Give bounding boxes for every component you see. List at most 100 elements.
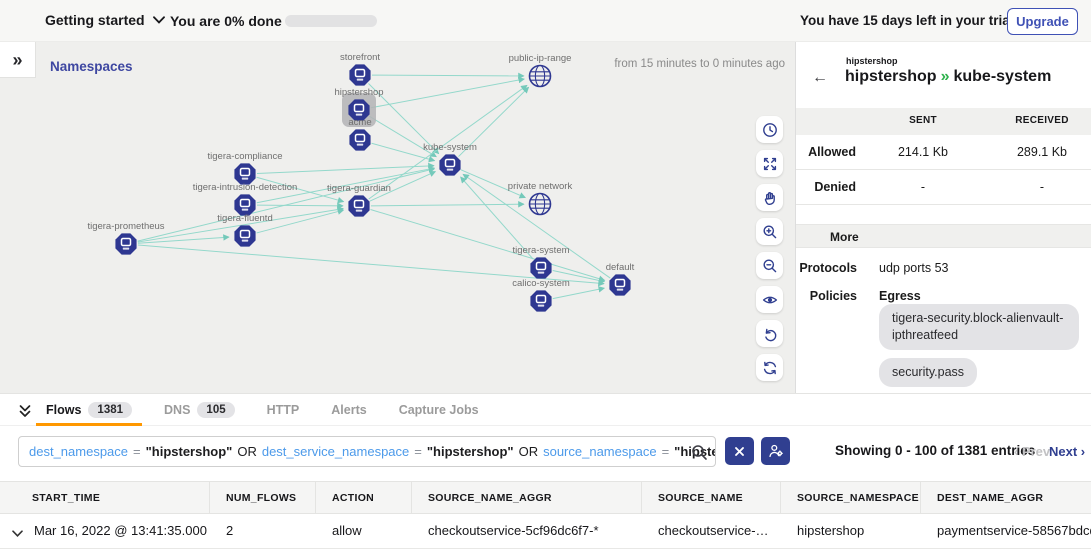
double-chevron-right-icon: » — [12, 50, 23, 70]
detail-eyebrow: hipstershop — [846, 56, 898, 66]
graph-node-kube-system[interactable]: kube-system — [423, 142, 477, 176]
graph-edge-tigera-guardian-to-public-ip-range — [368, 84, 528, 200]
collapse-panel-double-chevron-icon[interactable] — [18, 403, 32, 424]
back-arrow-icon[interactable]: ← — [812, 69, 828, 86]
graph-node-tigera-prometheus[interactable]: tigera-prometheus — [87, 221, 165, 255]
column-header-source_namespace[interactable]: SOURCE_NAMESPACE — [781, 482, 921, 513]
zoom-in-button[interactable] — [756, 218, 783, 245]
col-received: RECEIVED — [1015, 115, 1069, 126]
filter-token-field: source_namespace — [543, 444, 657, 459]
graph-edge-tigera-compliance-to-kube-system — [256, 162, 435, 174]
expand-icon — [763, 157, 776, 170]
refresh-icon — [763, 361, 776, 374]
graph-node-label: tigera-fluentd — [217, 213, 272, 224]
graph-edge-tigera-guardian-to-kube-system — [369, 170, 437, 202]
visibility-button[interactable] — [756, 286, 783, 313]
undo-button[interactable] — [756, 320, 783, 347]
policy-pill[interactable]: security.pass — [879, 357, 978, 387]
more-section-header: More — [796, 224, 1091, 248]
graph-node-label: storefront — [340, 52, 380, 63]
graph-edge-storefront-to-public-ip-range — [371, 72, 525, 80]
user-gear-icon — [768, 444, 783, 458]
graph-edge-default-to-kube-system — [462, 173, 611, 279]
policy-pill[interactable]: tigera-security.block-alienvault-ipthrea… — [879, 304, 1079, 350]
graph-node-label: tigera-prometheus — [87, 221, 164, 232]
egress-label: Egress — [879, 289, 921, 303]
column-header-dest_name_aggr[interactable]: DEST_NAME_AGGR — [937, 492, 1044, 504]
filter-token-value: "hipstershop — [674, 444, 715, 459]
filter-token-op: = — [661, 444, 670, 459]
col-sent: SENT — [909, 115, 937, 126]
expand-button[interactable] — [756, 150, 783, 177]
graph-node-tigera-compliance[interactable]: tigera-compliance — [208, 151, 283, 185]
edge-detail-panel: hipstershop ← hipstershop»kube-system SE… — [795, 42, 1091, 393]
trial-countdown: You have 15 days left in your trial — [800, 13, 1014, 28]
tab-label: Capture Jobs — [398, 403, 479, 417]
graph-node-label: public-ip-range — [509, 53, 572, 64]
graph-node-tigera-guardian[interactable]: tigera-guardian — [327, 183, 391, 217]
allowed-label: Allowed — [808, 145, 856, 159]
graph-edge-tigera-prometheus-to-default — [137, 244, 605, 287]
filter-token-or: OR — [518, 444, 539, 459]
graph-node-tigera-intrusion-detection[interactable]: tigera-intrusion-detection — [193, 182, 298, 216]
tab-http[interactable]: HTTP — [257, 394, 310, 426]
clear-filter-button[interactable] — [725, 437, 754, 465]
column-header-num_flows[interactable]: NUM_FLOWS — [210, 482, 316, 513]
policy-pill-list: tigera-security.block-alienvault-ipthrea… — [879, 304, 1084, 393]
tab-label: HTTP — [266, 403, 300, 417]
graph-node-private-network[interactable]: private network — [508, 181, 573, 216]
traffic-row-allowed: Allowed 214.1 Kb 289.1 Kb — [796, 135, 1091, 170]
graph-edge-tigera-intrusion-detection-to-kube-system — [256, 165, 435, 204]
next-page-button[interactable]: Next › — [1049, 444, 1086, 459]
traffic-table-header: SENT RECEIVED — [796, 108, 1091, 135]
search-icon — [692, 445, 707, 460]
graph-node-tigera-fluentd[interactable]: tigera-fluentd — [217, 213, 273, 247]
graph-node-default[interactable]: default — [606, 262, 635, 296]
graph-node-tigera-system[interactable]: tigera-system — [512, 245, 570, 279]
column-header-source_name[interactable]: SOURCE_NAME — [642, 482, 781, 513]
refresh-button[interactable] — [756, 354, 783, 381]
user-settings-button[interactable] — [761, 437, 790, 465]
graph-node-label: calico-system — [512, 278, 570, 289]
graph-node-acme[interactable]: acme — [348, 117, 372, 151]
row-expander-chevron-icon[interactable] — [12, 526, 23, 541]
clock-button[interactable] — [756, 116, 783, 143]
expand-sidebar-button[interactable]: » — [0, 42, 36, 78]
graph-node-public-ip-range[interactable]: public-ip-range — [509, 53, 572, 88]
getting-started-menu[interactable]: Getting started — [45, 12, 165, 28]
column-header-action[interactable]: ACTION — [316, 482, 412, 513]
clock-icon — [762, 122, 777, 137]
chevron-down-icon — [152, 16, 165, 24]
column-header-start_time[interactable]: START_TIME — [0, 482, 210, 513]
graph-title: Namespaces — [50, 59, 133, 74]
graph-node-hipstershop[interactable]: hipstershop — [334, 87, 384, 127]
zoom-out-button[interactable] — [756, 252, 783, 279]
column-header-source_name_aggr[interactable]: SOURCE_NAME_AGGR — [412, 482, 642, 513]
upgrade-button[interactable]: Upgrade — [1007, 8, 1078, 35]
graph-node-label: hipstershop — [334, 87, 383, 98]
denied-received: - — [1039, 180, 1045, 194]
graph-edge-tigera-guardian-to-private-network — [370, 200, 525, 208]
table-cell: checkoutservice-5cf96dc6f7-* — [428, 523, 599, 538]
namespace-graph[interactable]: storefront hipstershop acme public-ip-range… — [0, 42, 795, 393]
graph-node-calico-system[interactable]: calico-system — [512, 278, 570, 312]
graph-edge-tigera-prometheus-to-kube-system — [137, 167, 436, 242]
graph-edge-tigera-prometheus-to-tigera-guardian — [137, 206, 344, 243]
graph-node-storefront[interactable]: storefront — [340, 52, 380, 86]
graph-edge-tigera-fluentd-to-tigera-guardian — [256, 208, 345, 234]
prev-page-button[interactable]: ‹ Prev — [1014, 444, 1051, 459]
pan-button[interactable] — [756, 184, 783, 211]
tab-alerts[interactable]: Alerts — [321, 394, 376, 426]
graph-edge-calico-system-to-default — [552, 286, 606, 300]
graph-edge-hipstershop-to-public-ip-range — [370, 76, 525, 109]
tab-capture-jobs[interactable]: Capture Jobs — [389, 394, 489, 426]
